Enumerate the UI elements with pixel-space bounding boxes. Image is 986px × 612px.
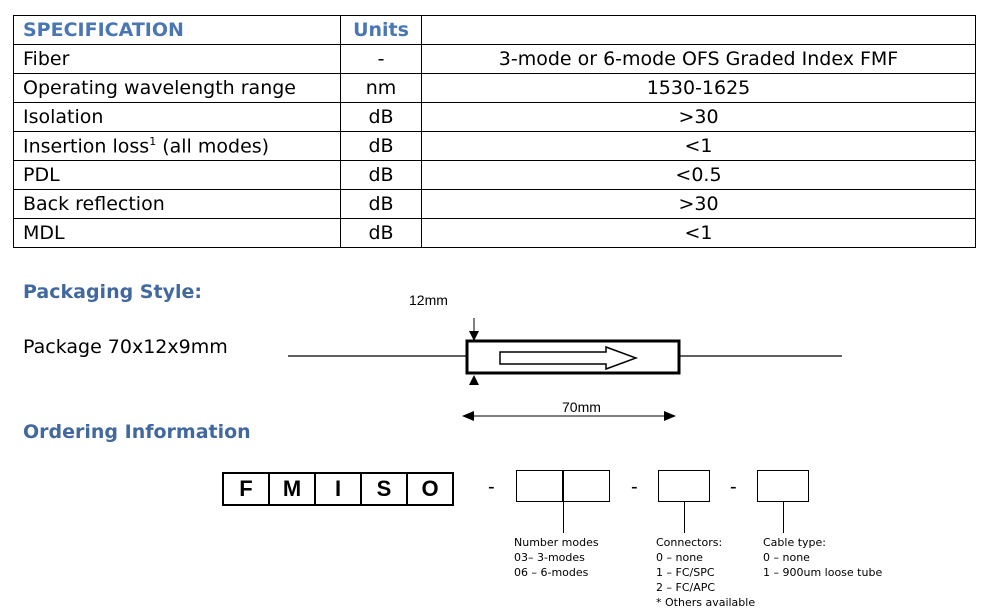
spec-unit: dB (340, 160, 422, 190)
length-dimension-label: 70mm (562, 399, 601, 415)
header-specification: SPECIFICATION (13, 15, 341, 45)
code-letter: S (362, 474, 408, 504)
modes-note: Number modes 03– 3-modes 06 – 6-modes (514, 536, 599, 579)
ordering-heading: Ordering Information (23, 421, 251, 443)
package-label: Package 70x12x9mm (23, 336, 228, 358)
connectors-note: Connectors: 0 – none 1 – FC/SPC 2 – FC/A… (656, 536, 756, 609)
modes-box-1 (516, 470, 564, 502)
cable-leader-line (783, 502, 784, 533)
header-units: Units (340, 15, 422, 45)
code-separator: - (730, 476, 737, 498)
table-row: PDL dB <0.5 (13, 160, 976, 190)
footnote-marker: 1 (149, 134, 157, 148)
direction-arrow (499, 345, 639, 371)
table-row: Operating wavelength range nm 1530-1625 (13, 73, 976, 103)
table-row: Fiber - 3-mode or 6-mode OFS Graded Inde… (13, 44, 976, 74)
connector-box (658, 470, 710, 502)
code-separator: - (488, 476, 495, 498)
spec-param: MDL (13, 218, 341, 248)
code-letter: F (224, 474, 270, 504)
spec-value: >30 (421, 189, 976, 219)
modes-leader-line (563, 502, 564, 533)
connector-leader-line (684, 502, 685, 533)
height-dimension-label: 12mm (409, 292, 448, 308)
packaging-heading: Packaging Style: (23, 281, 202, 303)
spec-param: Fiber (13, 44, 341, 74)
height-arrow-top-head (469, 331, 479, 341)
spec-unit: dB (340, 102, 422, 132)
spec-unit: nm (340, 73, 422, 103)
cable-note: Cable type: 0 – none 1 – 900um loose tub… (763, 536, 883, 579)
code-letter: M (270, 474, 316, 504)
spec-param-suffix: (all modes) (156, 135, 270, 158)
spec-param-cell: Insertion loss1 (all modes) (13, 131, 341, 161)
spec-param: Insertion loss (23, 135, 150, 158)
length-arrow-left (462, 411, 474, 421)
spec-unit: dB (340, 189, 422, 219)
table-row: Back reflection dB >30 (13, 189, 976, 219)
length-arrow-right (664, 411, 676, 421)
spec-param: Back reflection (13, 189, 341, 219)
spec-value: >30 (421, 102, 976, 132)
spec-value: <0.5 (421, 160, 976, 190)
cable-box (757, 470, 809, 502)
table-row: Insertion loss1 (all modes) dB <1 (13, 131, 976, 161)
specification-table: SPECIFICATION Units Fiber - 3-mode or 6-… (13, 15, 976, 248)
height-arrow-bottom-head (469, 375, 479, 385)
spec-param: Operating wavelength range (13, 73, 341, 103)
spec-value: 3-mode or 6-mode OFS Graded Index FMF (421, 44, 976, 74)
code-letter: O (421, 476, 439, 501)
table-row: Isolation dB >30 (13, 102, 976, 132)
code-letter: I (316, 474, 362, 504)
table-row: MDL dB <1 (13, 218, 976, 248)
part-code-prefix: F M I S O (222, 472, 454, 506)
spec-value: <1 (421, 218, 976, 248)
modes-box-2 (562, 470, 610, 502)
spec-param: Isolation (13, 102, 341, 132)
code-separator: - (631, 476, 638, 498)
